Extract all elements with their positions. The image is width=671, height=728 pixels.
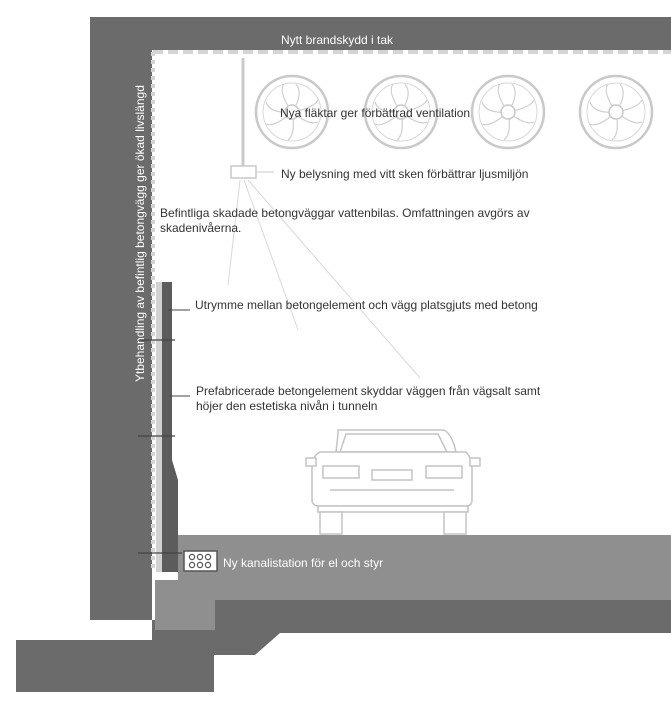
car-icon <box>305 429 481 535</box>
light-beam-2 <box>243 179 299 331</box>
prefab-element-outer <box>156 282 162 572</box>
tunnel-shell-left-roof <box>16 17 671 692</box>
wall-surface-treatment-label: Ytbehandling av befintlig betongvägg ger… <box>133 85 147 382</box>
fan-icon <box>363 74 439 150</box>
light-beam-1 <box>227 179 241 286</box>
gap-fill-label: Utrymme mellan betongelement och vägg pl… <box>195 298 538 312</box>
cable-duct-label: Ny kanalistation för el och styr <box>223 556 384 570</box>
cable-duct-icon <box>183 550 218 572</box>
road-slab-edge <box>155 580 215 630</box>
prefab-element <box>162 282 178 572</box>
fan-icon <box>578 74 654 150</box>
fans-label: Nya fläktar ger förbättrad ventilation <box>280 106 471 120</box>
fan-icon <box>470 74 546 150</box>
prefab-elements-label: Prefabricerade betongelement skyddar väg… <box>196 384 541 413</box>
road-slab <box>178 535 671 600</box>
roof-fire-protection-label: Nytt brandskydd i tak <box>281 33 394 47</box>
damaged-walls-label: Befintliga skadade betongväggar vattenbi… <box>160 206 530 235</box>
light-beam-3 <box>247 179 421 379</box>
lighting-label: Ny belysning med vitt sken förbättrar lj… <box>281 167 529 181</box>
lamp-icon <box>230 165 257 179</box>
fan-icon <box>254 74 330 150</box>
foundation <box>214 600 671 655</box>
